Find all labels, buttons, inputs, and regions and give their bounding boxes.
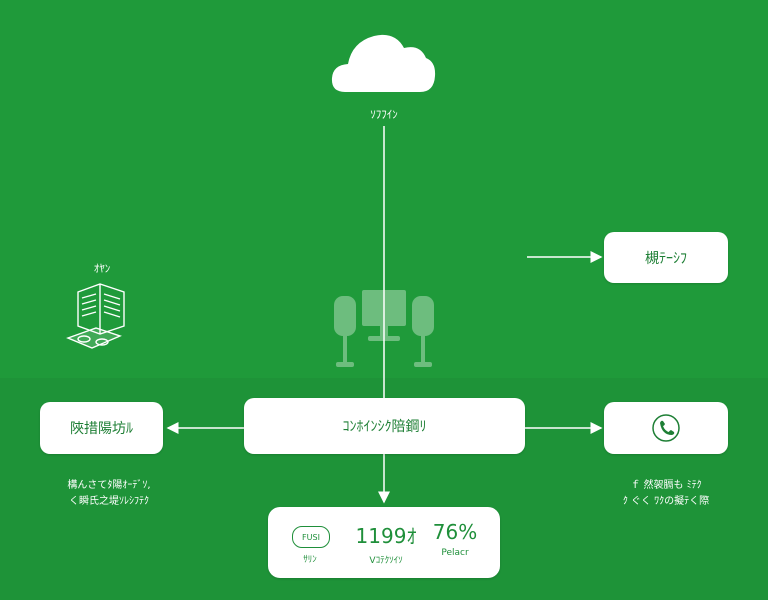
computer-speakers-icon <box>334 290 434 367</box>
stats-box[interactable] <box>268 507 500 578</box>
left-node-label: ｵﾔﾝ <box>93 262 111 275</box>
center-hub-box[interactable]: ｺﾝﾎｲﾝｼｸ陪鋼ﾘ <box>244 398 525 454</box>
left-caption: 構んさてﾀ陽ｵｰﾃﾞｿ, く瞬氏之堤ｿﾚｼﾌﾃｸ <box>44 478 174 510</box>
stat-value-1: 1199ｵ Vｺﾃｸｿｲｿ <box>348 520 424 566</box>
right-caption-line-1: ｆ 然袈膈も ﾐﾃｸ <box>630 480 702 491</box>
stats-badge: FUSI <box>292 526 330 548</box>
stats-badge-sub: ｻﾘﾝ <box>303 555 317 565</box>
left-caption-line-1: 構んさてﾀ陽ｵｰﾃﾞｿ, <box>67 480 151 491</box>
right-top-box[interactable]: 槻ﾃｰｼﾌ <box>604 232 728 283</box>
phone-icon <box>652 414 680 442</box>
left-box-label: 陜措陽坊ﾙ <box>70 421 133 437</box>
stat-value-2-number: 76% <box>432 520 478 544</box>
stats-badge-text: FUSI <box>302 532 320 542</box>
stat-value-1-label: Vｺﾃｸｿｲｿ <box>369 556 403 566</box>
stat-value-2-label: Pelacr <box>441 548 469 558</box>
left-box[interactable]: 陜措陽坊ﾙ <box>40 402 163 454</box>
right-phone-box[interactable] <box>604 402 728 454</box>
stat-value-1-number: 1199ｵ <box>355 524 417 548</box>
cloud-label: ｿﾌﾌｲﾝ <box>370 108 398 121</box>
cloud-icon <box>331 34 436 92</box>
left-caption-line-2: く瞬氏之堤ｿﾚｼﾌﾃｸ <box>69 496 149 507</box>
stat-value-2: 76% Pelacr <box>426 520 484 558</box>
center-hub-label: ｺﾝﾎｲﾝｼｸ陪鋼ﾘ <box>342 419 427 435</box>
right-top-box-label: 槻ﾃｰｼﾌ <box>645 250 687 267</box>
building-device-icon <box>66 283 125 349</box>
right-caption: ｆ 然袈膈も ﾐﾃｸ ｸ ぐく ﾜｸの擬ﾃく際 <box>604 478 728 510</box>
right-caption-line-2: ｸ ぐく ﾜｸの擬ﾃく際 <box>622 496 710 507</box>
